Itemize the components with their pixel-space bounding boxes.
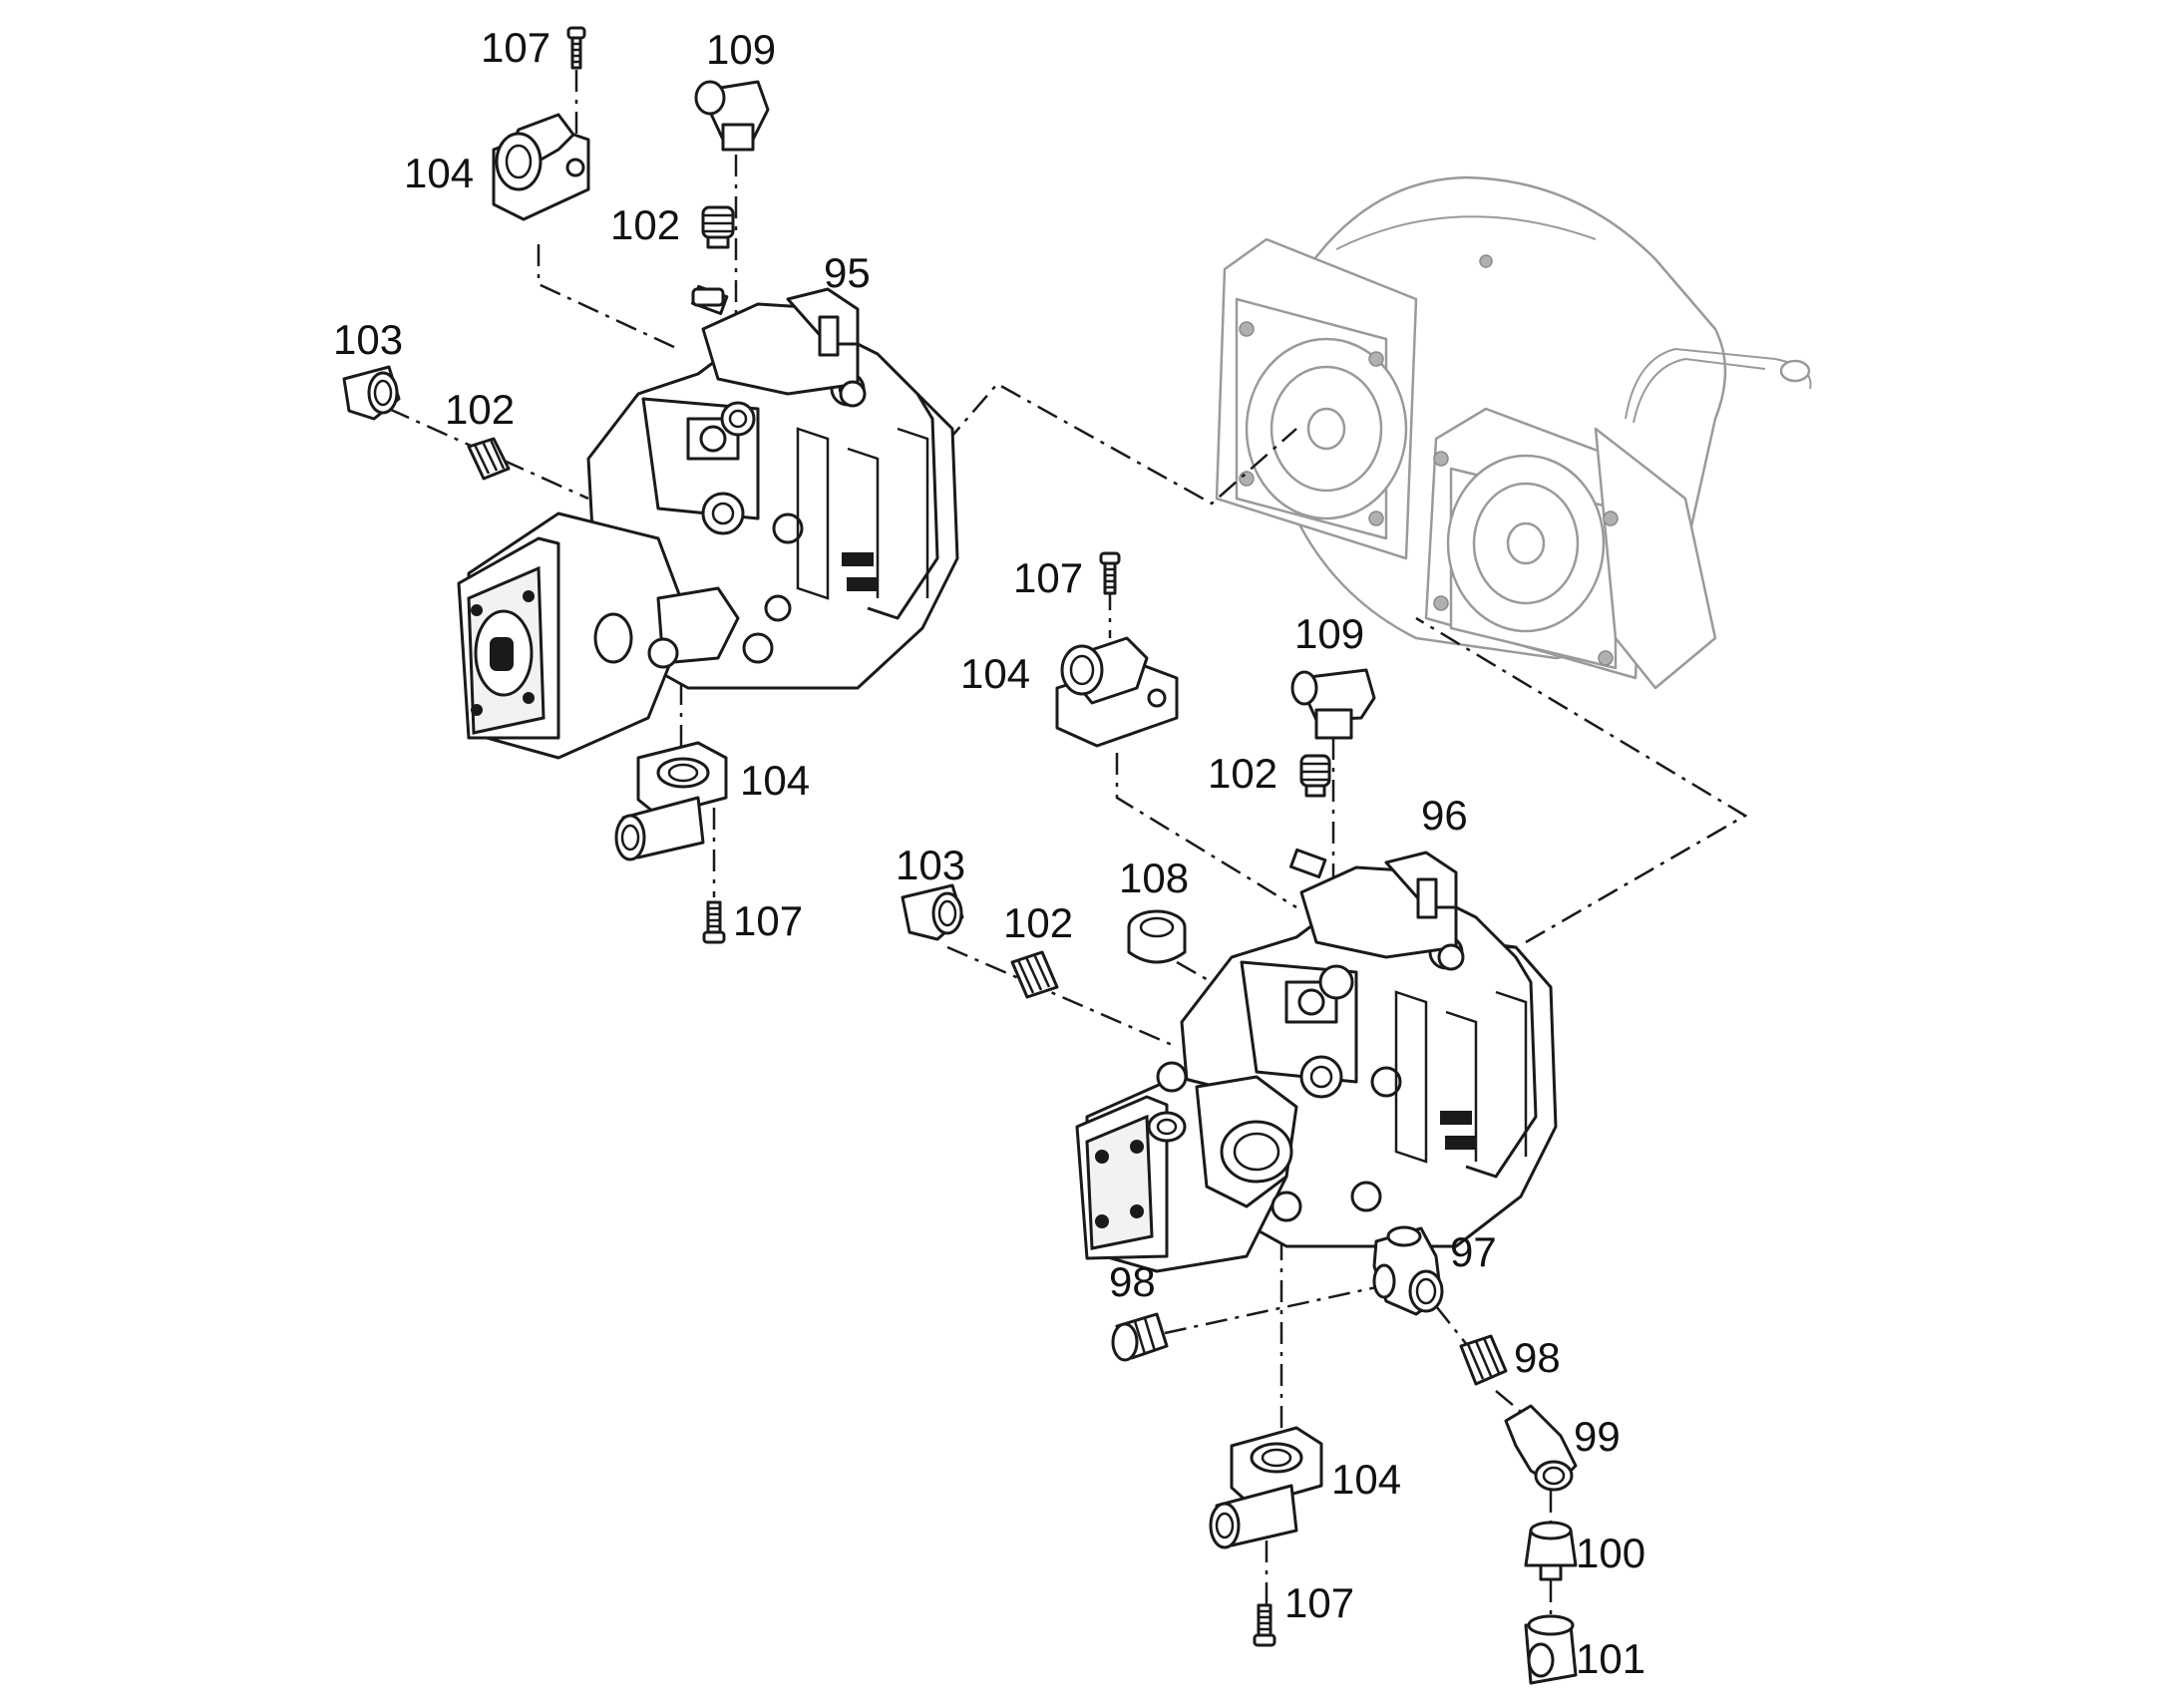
flange-elbow-104-bottom [1209, 1426, 1323, 1549]
adapter-102-lower [1010, 950, 1059, 999]
callout-labels: 107 109 104 102 95 103 102 104 107 107 1… [333, 24, 1645, 1682]
callout-102-top: 102 [610, 201, 680, 248]
callout-103-middle: 103 [896, 842, 965, 888]
adapter-102-middle [1299, 754, 1331, 798]
sensor-connector-95 [691, 287, 725, 307]
callout-98-left: 98 [1109, 1258, 1156, 1305]
adapter-98-right [1459, 1334, 1508, 1386]
callout-108: 108 [1119, 854, 1189, 901]
elbow-99 [1504, 1404, 1578, 1492]
callout-102-middle: 102 [1208, 750, 1277, 797]
callout-109-top: 109 [706, 26, 776, 73]
callout-103-left: 103 [333, 316, 403, 363]
callout-102-left: 102 [445, 386, 515, 433]
transfer-gearbox-ghost [1215, 175, 1812, 690]
callout-107-bottom: 107 [1284, 1579, 1354, 1626]
callout-95: 95 [824, 249, 871, 296]
assembly-leader-lines [388, 70, 1748, 1620]
bolt-107-top [566, 26, 586, 70]
callout-104-top: 104 [404, 150, 474, 196]
callout-97: 97 [1450, 1228, 1497, 1275]
adapter-100 [1524, 1521, 1578, 1581]
callout-107-top: 107 [481, 24, 550, 71]
callout-109-middle: 109 [1294, 610, 1364, 657]
fitting-101 [1524, 1614, 1578, 1685]
callout-102-lower: 102 [1003, 899, 1073, 946]
bolt-107-bottom [1253, 1603, 1276, 1647]
callout-104-lower-left: 104 [740, 757, 810, 804]
callout-96: 96 [1421, 792, 1468, 839]
callout-107-lower-left: 107 [733, 897, 803, 944]
tee-fitting-109-middle [1290, 668, 1376, 740]
hydraulic-pump-upper [457, 284, 959, 760]
bolt-107-middle [1099, 551, 1121, 595]
hydraulic-pump-lower [1075, 848, 1558, 1273]
plug-98-left [1111, 1312, 1169, 1362]
flange-elbow-104-lower-left [614, 741, 728, 861]
callout-100: 100 [1576, 1530, 1645, 1576]
flange-elbow-104-middle [1055, 636, 1179, 748]
adapter-102-top [701, 205, 735, 249]
callout-104-middle: 104 [960, 650, 1030, 697]
elbow-fitting-109-top [694, 80, 770, 152]
tee-block-97 [1372, 1225, 1444, 1316]
cap-103-middle [901, 883, 964, 941]
callout-101: 101 [1576, 1635, 1645, 1682]
plug-108 [1127, 909, 1187, 964]
bolt-107-lower-left [702, 900, 726, 944]
callout-99: 99 [1574, 1413, 1621, 1460]
flange-elbow-104-top [492, 113, 590, 221]
adapter-102-left [467, 437, 511, 481]
callout-104-bottom: 104 [1331, 1456, 1401, 1503]
cap-103-left [342, 365, 401, 421]
callout-98-right: 98 [1514, 1334, 1561, 1381]
callout-107-middle: 107 [1013, 554, 1083, 601]
